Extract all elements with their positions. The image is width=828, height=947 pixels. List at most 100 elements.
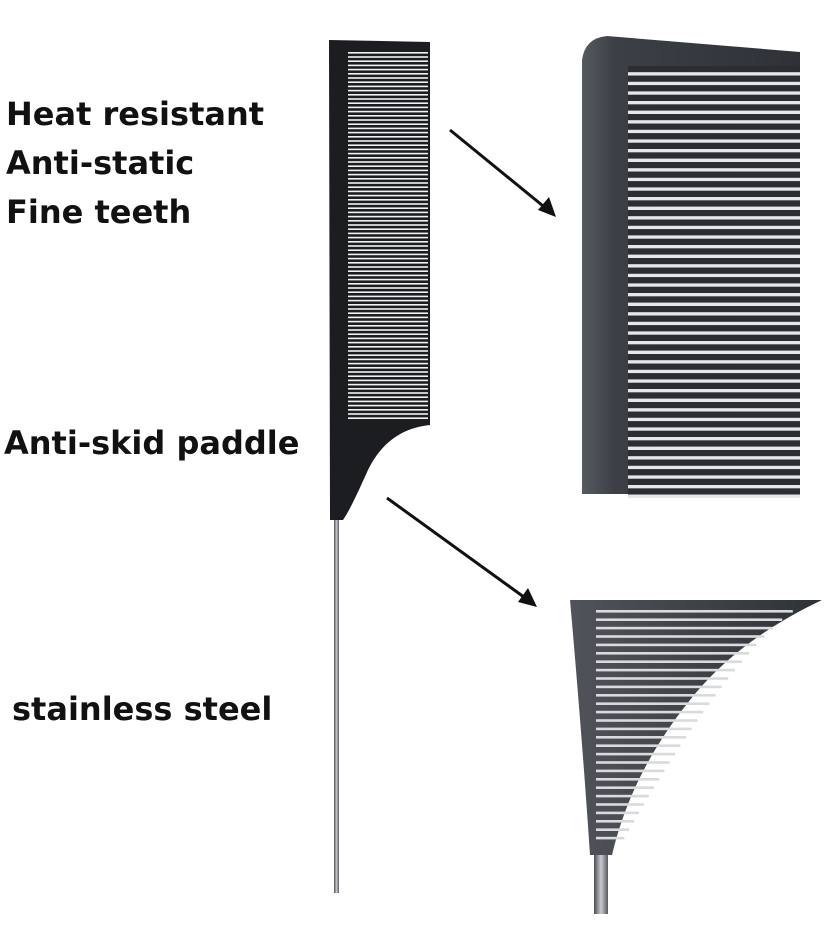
zoom-tooth-gap (628, 350, 800, 354)
zoom-tooth (628, 277, 800, 284)
paddle-tooth-gap (596, 744, 681, 747)
comb-tooth-gap (348, 52, 428, 54)
comb-tooth-gap (348, 320, 428, 323)
paddle-tooth-gap (596, 769, 665, 773)
zoom-tooth-gap (628, 120, 800, 124)
paddle-tooth-gap (596, 660, 742, 663)
comb-tooth-gap (348, 215, 428, 218)
comb-tooth-gap (348, 211, 428, 214)
comb-tooth-gap (348, 299, 428, 302)
zoom-tooth-gap (628, 398, 800, 402)
feature-fine-teeth: Fine teeth (6, 193, 192, 231)
zoom-tooth-gap (628, 168, 800, 172)
comb-tooth-gap (348, 228, 428, 230)
paddle-tooth-gap (596, 794, 649, 798)
comb-tooth-gap (348, 123, 428, 125)
feature-anti-static: Anti-static (6, 144, 195, 182)
zoom-tooth-gap (628, 235, 800, 239)
comb-tooth-gap (348, 417, 428, 419)
paddle-teeth (596, 610, 793, 840)
steel-label: stainless steel (12, 690, 273, 728)
arrow-to-teeth-zoom (449, 128, 556, 217)
paddle-tooth-gap (596, 677, 729, 680)
paddle-tooth-gap (596, 635, 765, 638)
zoom-tooth (628, 104, 800, 111)
comb-tooth-gap (348, 400, 428, 403)
zoom-tooth-gap (628, 283, 800, 287)
comb-tooth-gap (348, 379, 428, 382)
zoom-tooth (628, 85, 800, 92)
zoom-tooth-gap (628, 369, 800, 374)
zoom-tooth (628, 325, 800, 332)
comb-tooth-gap (348, 266, 428, 268)
zoom-tooth (628, 402, 800, 409)
comb-tooth-gap (348, 274, 428, 277)
zoom-tooth-gap (628, 312, 800, 316)
comb-tooth-gap (348, 236, 428, 239)
paddle-tooth-gap (596, 626, 773, 630)
feature-list: Heat resistant Anti-static Fine teeth (6, 90, 264, 237)
comb-tooth-gap (348, 333, 428, 335)
paddle-tooth-gap (596, 811, 639, 815)
comb-tooth-gap (348, 94, 428, 96)
paddle-tooth-gap (596, 702, 710, 705)
zoom-tooth-gap (628, 206, 800, 210)
paddle-tooth-gap (596, 761, 670, 764)
zoom-tooth (628, 315, 800, 322)
comb-tooth-gap (348, 169, 428, 172)
comb-tooth-gap (348, 60, 428, 62)
zoom-tooth-gap (628, 331, 800, 335)
zoom-tooth (628, 373, 800, 380)
zoom-tooth (628, 200, 800, 207)
zoom-tooth-gap (628, 81, 800, 86)
paddle-label: Anti-skid paddle (4, 424, 300, 462)
zoom-tooth (628, 229, 800, 236)
paddle-tooth-gap (596, 836, 625, 840)
comb-tooth-gap (348, 304, 428, 306)
zoom-tooth (628, 354, 800, 361)
zoom-tooth-gap (628, 149, 800, 153)
paddle-tooth-gap (596, 685, 722, 689)
comb-tooth-gap (348, 295, 428, 298)
zoom-tooth-gap (628, 437, 800, 441)
zoom-tooth (628, 296, 800, 303)
zoom-tooth-gap (628, 216, 800, 220)
zoom-tooth-gap (628, 101, 800, 105)
zoom-tooth-gap (628, 293, 800, 297)
comb-tooth-gap (348, 371, 428, 373)
full-comb (329, 40, 430, 893)
comb-tooth-gap (348, 308, 428, 310)
comb-tooth-gap (348, 115, 428, 117)
zoom-tooth-gap (628, 427, 800, 431)
paddle-tooth-gap (596, 752, 676, 756)
comb-tooth-gap (348, 392, 428, 394)
paddle-tooth-gap (596, 719, 698, 722)
zoom-tooth (628, 363, 800, 370)
comb-tooth-gap (348, 136, 428, 138)
zoom-tooth (628, 238, 800, 245)
comb-tooth-gap (348, 341, 428, 344)
paddle-tooth-gap (596, 610, 793, 613)
zoom-tooth (628, 181, 800, 188)
comb-tooth-gap (348, 190, 428, 193)
comb-tooth-gap (348, 165, 428, 167)
comb-tooth-gap (348, 278, 428, 281)
comb-tooth-gap (348, 396, 428, 398)
comb-tooth-gap (348, 383, 428, 386)
paddle-tooth-gap (596, 736, 687, 739)
paddle-zoom-view (570, 600, 822, 914)
zoom-tooth (628, 66, 800, 73)
zoom-tooth-gap (628, 129, 800, 134)
zoom-tooth-gap (628, 264, 800, 268)
paddle-tooth-gap (596, 652, 749, 655)
comb-tooth-gap (348, 350, 428, 352)
comb-tooth-gap (348, 316, 428, 319)
comb-tooth-gap (348, 337, 428, 340)
comb-tooth-gap (348, 241, 428, 243)
zoom-tooth (628, 94, 800, 101)
comb-tooth-gap (348, 249, 428, 251)
comb-tooth-gap (348, 287, 428, 289)
zoom-tooth-gap (628, 446, 800, 450)
zoom-tooth (628, 411, 800, 418)
comb-tooth-gap (348, 409, 428, 411)
